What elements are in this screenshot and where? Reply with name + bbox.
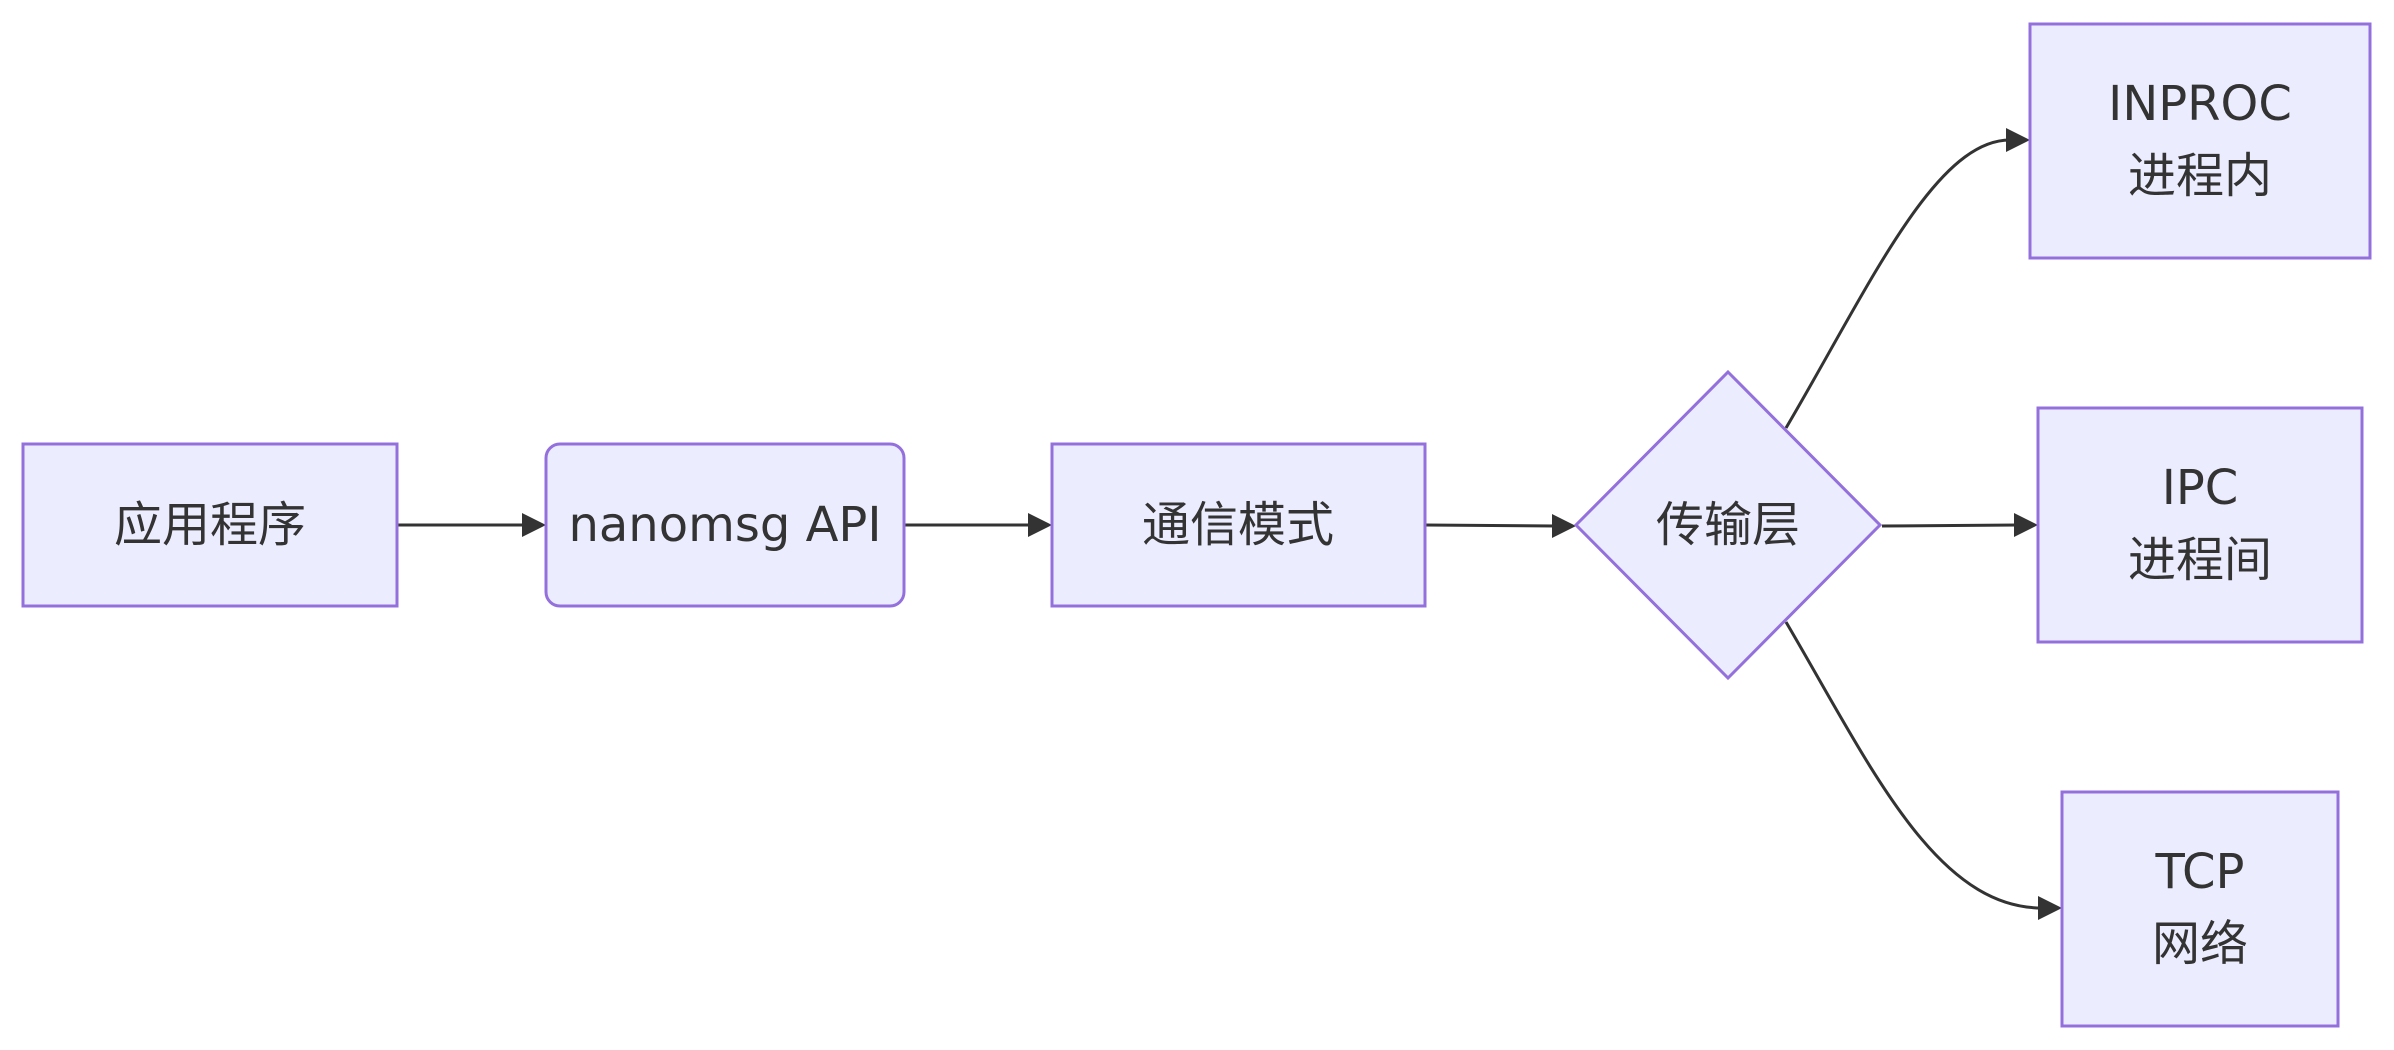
node-app-label: 应用程序	[114, 497, 306, 553]
arrow-head-inproc	[2006, 128, 2030, 152]
arrow-head-ipc	[2014, 513, 2038, 537]
edge-transport-to-inproc	[1784, 138, 2011, 429]
node-inproc: INPROC 进程内	[2028, 22, 2372, 260]
node-transport-diamond	[1573, 369, 1883, 681]
node-tcp-line1: TCP	[2155, 844, 2245, 900]
edges	[397, 128, 2062, 920]
node-inproc-line1: INPROC	[2108, 76, 2292, 132]
node-api-label: nanomsg API	[568, 497, 881, 553]
arrow-head-tcp	[2038, 896, 2062, 920]
node-ipc-box	[2036, 406, 2364, 644]
node-pattern: 通信模式	[1050, 442, 1427, 608]
edge-transport-to-ipc	[1881, 523, 2019, 528]
node-inproc-box	[2028, 22, 2372, 260]
node-tcp: TCP 网络	[2060, 790, 2340, 1028]
arrow-head-pattern	[1028, 513, 1052, 537]
node-app: 应用程序	[21, 442, 399, 608]
arrow-head-transport	[1552, 514, 1576, 538]
node-api: nanomsg API	[544, 442, 906, 608]
node-ipc: IPC 进程间	[2036, 406, 2364, 644]
node-tcp-box	[2060, 790, 2340, 1028]
node-inproc-line2: 进程内	[2128, 148, 2272, 204]
node-transport: 传输层	[1573, 369, 1883, 681]
node-api-box	[544, 442, 906, 608]
node-transport-label: 传输层	[1656, 497, 1800, 553]
arrow-head-api	[522, 513, 546, 537]
edge-transport-to-tcp	[1784, 621, 2043, 910]
node-pattern-box	[1050, 442, 1427, 608]
edge-pattern-to-transport	[1424, 523, 1556, 528]
node-app-box	[21, 442, 399, 608]
node-ipc-line1: IPC	[2162, 460, 2239, 516]
node-tcp-line2: 网络	[2152, 916, 2248, 972]
node-pattern-label: 通信模式	[1142, 497, 1334, 553]
node-ipc-line2: 进程间	[2128, 532, 2272, 588]
